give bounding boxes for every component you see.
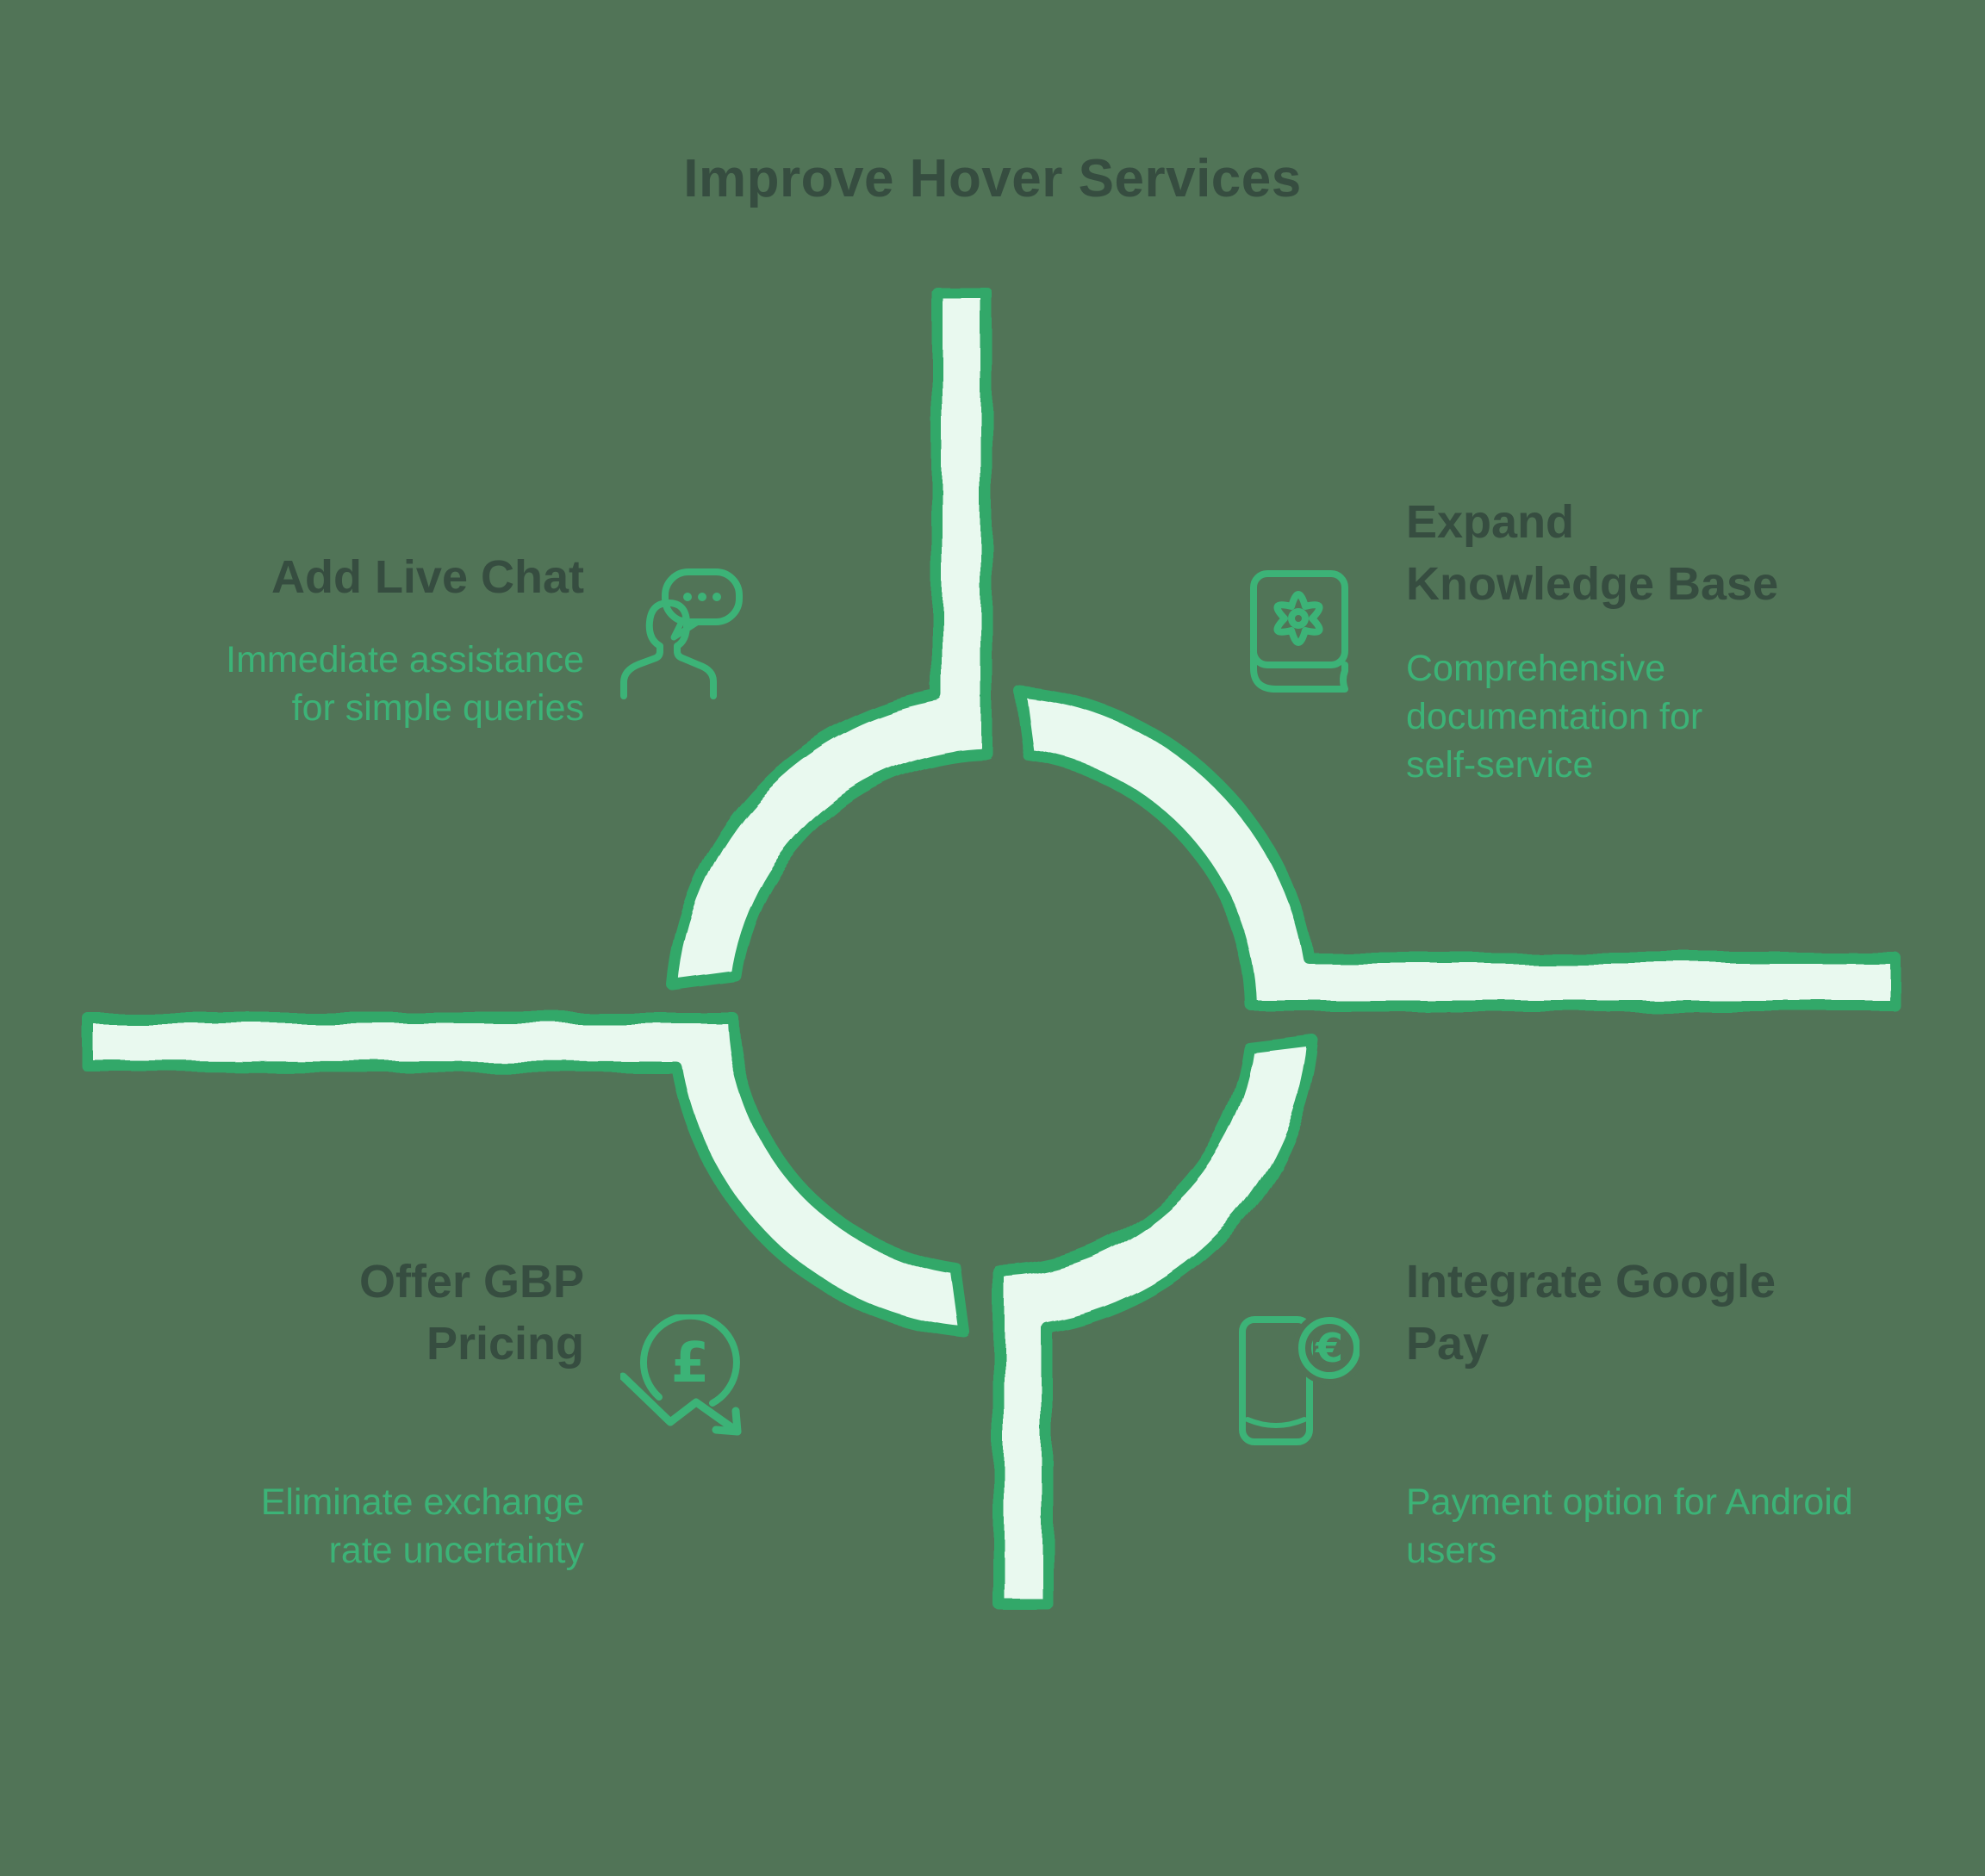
book-spine — [1250, 649, 1348, 693]
quadrant-desc-add-live-chat: Immediate assistance for simple queries — [226, 639, 584, 729]
gear-center — [1288, 608, 1309, 629]
phone-euro-coin-icon: € — [1239, 1316, 1360, 1445]
decline-arrow-line — [620, 1372, 742, 1436]
gear-outline — [1273, 591, 1323, 646]
speech-bubble — [662, 568, 743, 625]
quadrant-desc-integrate-google-pay: Payment option for Android users — [1406, 1482, 1853, 1571]
bubble-dot — [683, 593, 692, 601]
live-chat-person-icon — [620, 568, 743, 699]
quadrant-title-expand-knowledge-base: Expand Knowledge Base — [1406, 496, 1779, 610]
quadrant-desc-expand-knowledge-base: Comprehensive documentation for self-ser… — [1406, 648, 1703, 786]
book-gear-icon — [1250, 570, 1348, 693]
pinwheel-arm-bottom — [992, 1034, 1319, 1610]
quadrant-title-add-live-chat: Add Live Chat — [271, 551, 584, 603]
quadrant-desc-offer-gbp-pricing: Eliminate exchange rate uncertainty — [260, 1482, 584, 1571]
book-cover — [1250, 570, 1348, 668]
pinwheel-arm-top — [666, 287, 992, 991]
phone-outline — [1239, 1316, 1313, 1445]
euro-coin-circle — [1298, 1317, 1360, 1379]
bubble-dot — [712, 593, 721, 601]
phone-bottom-detail — [1245, 1417, 1307, 1428]
pound-decline-arrow-icon: £ — [620, 1314, 742, 1436]
coin-circle — [640, 1314, 740, 1407]
quadrant-title-integrate-google-pay: Integrate Google Pay — [1406, 1256, 1777, 1370]
page-title: Improve Hover Services — [683, 149, 1302, 208]
person-outline — [620, 599, 717, 699]
euro-symbol: € — [1315, 1325, 1343, 1371]
pound-symbol: £ — [671, 1332, 710, 1395]
pinwheel-arm-left — [82, 1012, 971, 1339]
bubble-dot — [698, 593, 706, 601]
quadrant-title-offer-gbp-pricing: Offer GBP Pricing — [358, 1256, 584, 1370]
decline-arrow-head — [712, 1407, 742, 1436]
pinwheel-arm-right — [1014, 686, 1901, 1012]
